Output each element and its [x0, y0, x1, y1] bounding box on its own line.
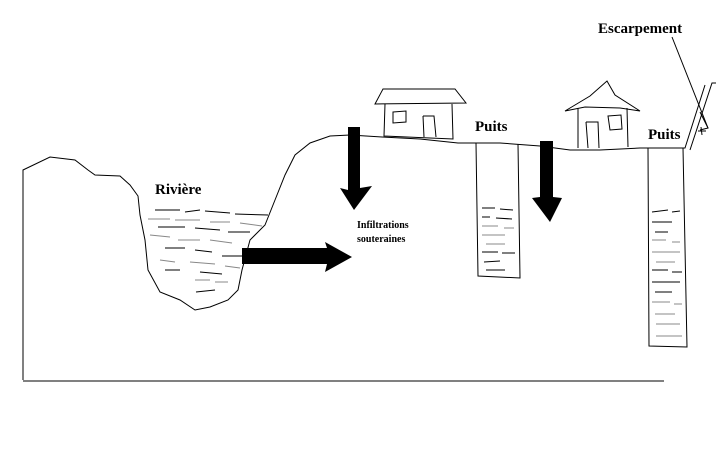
label-river: Rivière [155, 182, 202, 198]
house-icon [374, 88, 468, 140]
well [647, 147, 688, 348]
label-infiltration-2: souteraines [357, 234, 405, 245]
river-water [148, 209, 269, 293]
label-well-1: Puits [475, 119, 508, 135]
label-escarpment: Escarpement [598, 21, 682, 37]
arrow-down-icon [340, 127, 372, 210]
house-icon [564, 80, 641, 149]
ground-profile [22, 84, 706, 380]
escarpment-pointer [671, 36, 709, 129]
label-well-2: Puits [648, 127, 681, 143]
well [475, 142, 521, 279]
escarpment-edge [689, 82, 716, 151]
label-infiltration-1: Infiltrations [357, 220, 409, 231]
arrow-down-icon [532, 141, 562, 222]
marker-icon [698, 126, 706, 136]
escarpment-pointer [699, 111, 709, 131]
arrow-right-icon [242, 242, 352, 272]
